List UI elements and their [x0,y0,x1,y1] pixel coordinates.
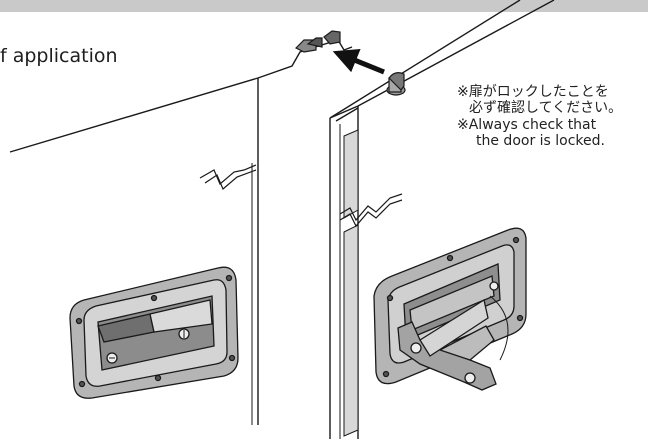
note-en-line1: ※Always check that [457,117,597,133]
top-band [0,0,648,12]
left-flush-handle [69,266,239,399]
latch-receiver [294,30,341,53]
note-jp-line1: ※扉がロックしたことを [457,84,609,100]
direction-arrow [332,49,385,75]
right-pulled-handle [373,227,527,391]
right-door [329,0,555,439]
note-jp-line2: 必ず確認してください。 [469,100,623,116]
caption-application: f application [0,45,118,67]
note-en-line2: the door is locked. [476,133,605,149]
lock-knob [386,72,406,96]
